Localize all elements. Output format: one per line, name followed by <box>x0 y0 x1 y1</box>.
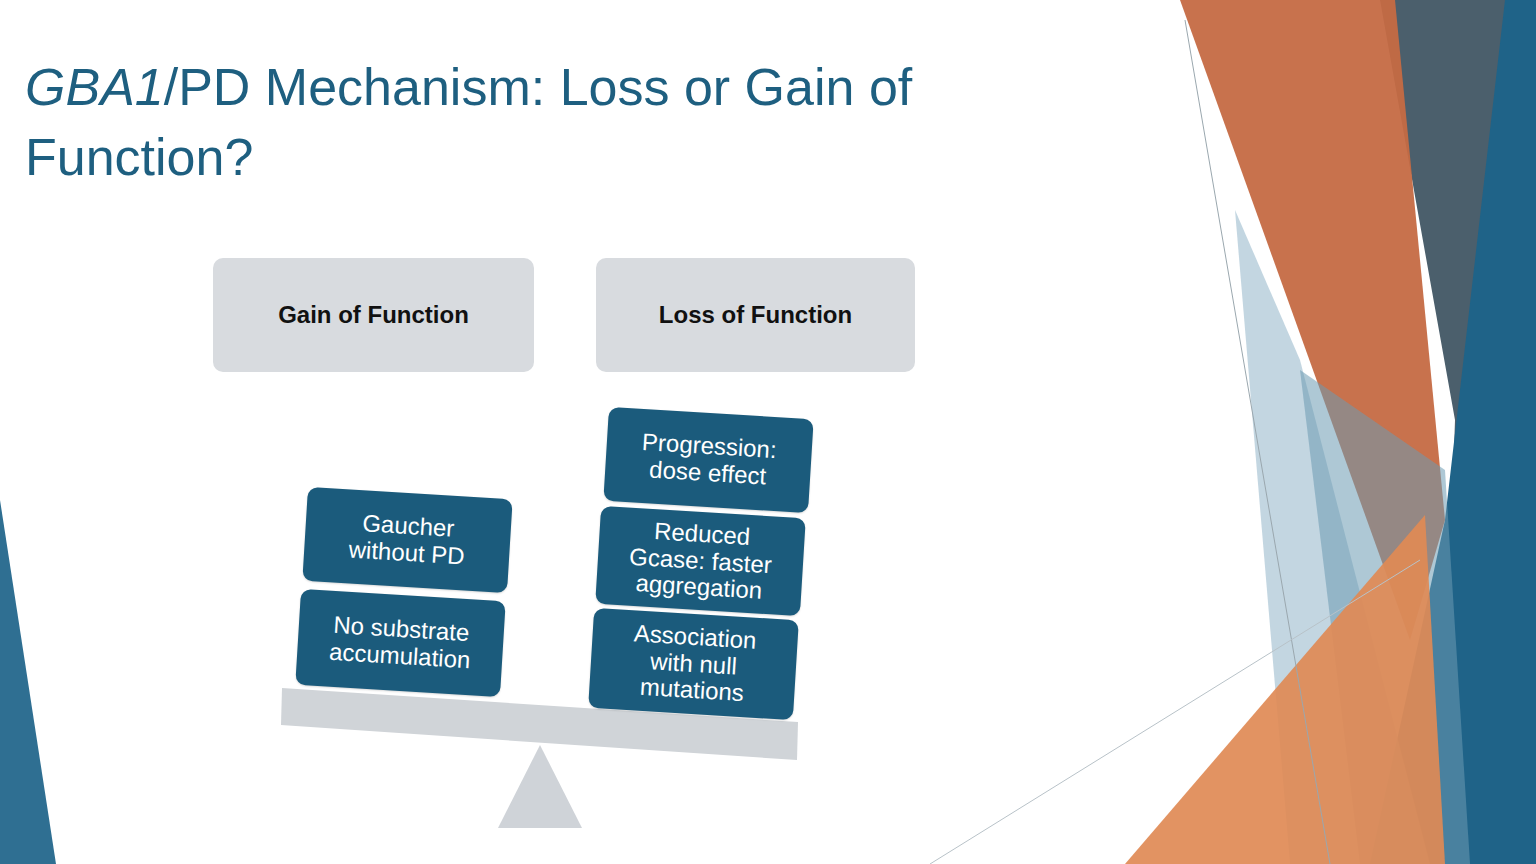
corner-shape <box>1125 515 1445 864</box>
box-text: Reduced Gcase: faster aggregation <box>617 516 783 606</box>
box-text: Association with null mutations <box>610 619 776 709</box>
box-text: No substrate accumulation <box>318 611 482 674</box>
category-header: Gain of Function <box>213 258 534 372</box>
evidence-block: Reduced Gcase: faster aggregation <box>595 506 806 616</box>
corner-shape <box>0 500 56 864</box>
seesaw-fulcrum <box>498 745 582 828</box>
box-text: Gaucher without PD <box>325 508 489 571</box>
box-text: Progression: dose effect <box>626 428 790 491</box>
category-header: Loss of Function <box>596 258 915 372</box>
slide-title: GBA1/PD Mechanism: Loss or Gain of Funct… <box>25 52 1015 192</box>
box-text: Gain of Function <box>278 301 469 329</box>
evidence-block: Association with null mutations <box>588 608 799 720</box>
thin-line <box>930 560 1420 864</box>
box-text: Loss of Function <box>659 301 852 329</box>
thin-line <box>1185 20 1330 864</box>
evidence-block: No substrate accumulation <box>295 589 505 697</box>
evidence-block: Progression: dose effect <box>603 407 813 513</box>
evidence-block: Gaucher without PD <box>302 487 512 593</box>
